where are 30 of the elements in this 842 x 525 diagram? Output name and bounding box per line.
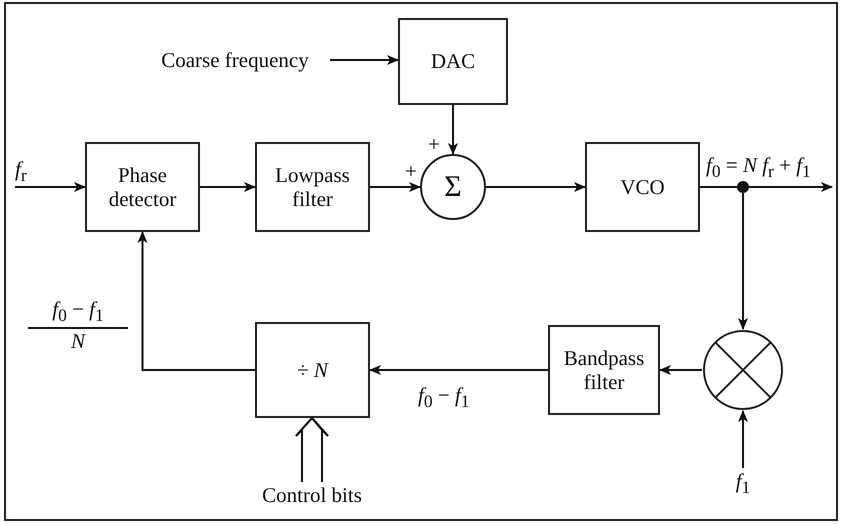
- mixer-symbol: [702, 329, 784, 411]
- process-box: Bandpass filter: [548, 325, 660, 415]
- arrow: [200, 182, 256, 192]
- connector-line: [700, 186, 737, 188]
- arrow: [370, 182, 421, 192]
- signal-label: Coarse frequency: [140, 47, 330, 73]
- fraction-numerator: f$_{0}$ − f$_{1}$: [28, 298, 128, 330]
- arrow: [659, 365, 702, 375]
- process-box: DAC: [398, 18, 508, 105]
- arrow: [138, 231, 255, 371]
- fraction-denominator: N: [70, 330, 87, 354]
- arrow: [330, 55, 399, 65]
- signal-label: Control bits: [252, 482, 372, 508]
- arrow: [369, 365, 548, 375]
- arrow: [15, 182, 86, 192]
- arrow: [486, 182, 586, 192]
- process-box: Phase detector: [85, 142, 200, 232]
- arrow: [738, 193, 748, 330]
- arrow: [749, 182, 833, 192]
- sign-label: +: [405, 160, 417, 184]
- signal-label: f$_{r}$: [15, 155, 55, 187]
- arrow: [448, 105, 458, 155]
- process-box: VCO: [585, 142, 700, 232]
- process-box: ÷ N: [255, 322, 370, 418]
- arrow: [738, 410, 748, 468]
- sign-label: +: [428, 133, 440, 156]
- signal-label: f$_{1}$: [728, 468, 758, 498]
- junction-dot: [737, 181, 749, 193]
- process-box: Lowpass filter: [255, 142, 370, 232]
- summing-junction: Σ: [420, 154, 486, 220]
